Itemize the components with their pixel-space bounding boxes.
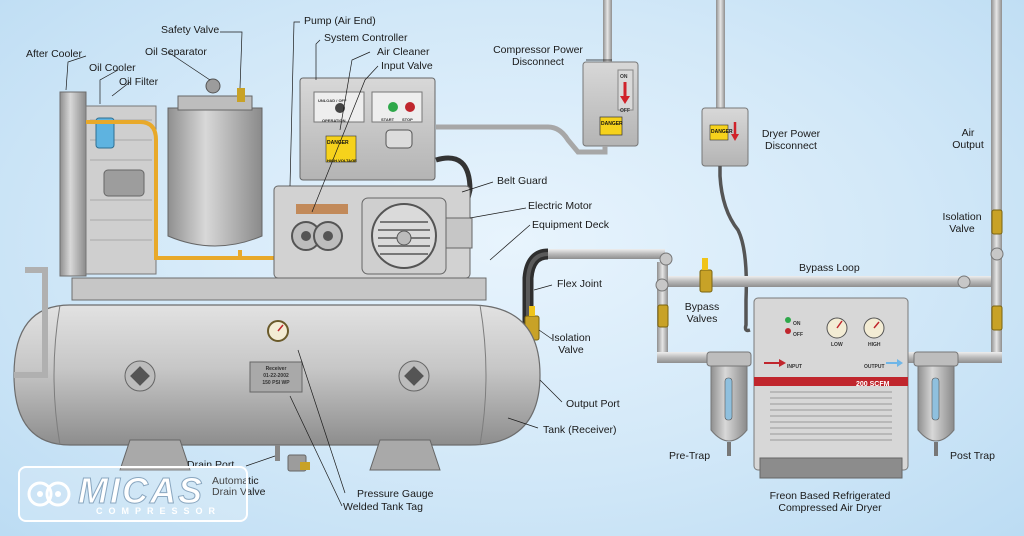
- equipment-deck: [71, 277, 487, 301]
- dryer-disconnect-box: [701, 107, 749, 167]
- label-pressure-gauge: Pressure Gauge: [357, 488, 434, 500]
- label-compressor-disconnect: Compressor Power Disconnect: [488, 44, 588, 68]
- label-dryer-disconnect-line2: Disconnect: [765, 140, 817, 152]
- label-input-valve: Input Valve: [381, 60, 433, 72]
- compressor-disconnect-box: [582, 61, 639, 147]
- after-cooler-unit: [14, 91, 157, 378]
- label-automatic-drain-valve-line1: Automatic: [212, 475, 259, 487]
- gauge-low-text: LOW: [831, 342, 843, 348]
- label-compressor-disconnect-line2: Disconnect: [512, 56, 564, 68]
- label-flex-joint: Flex Joint: [557, 278, 602, 290]
- switch-on-text: ON: [620, 74, 628, 80]
- label-dryer-caption-line2: Compressed Air Dryer: [778, 502, 882, 514]
- label-isolation-valve-left-line1: Isolation: [551, 332, 591, 344]
- danger-text-dryer: DANGER: [711, 129, 733, 135]
- label-air-output-line1: Air: [961, 127, 975, 139]
- label-automatic-drain-valve: Automatic Drain Valve: [212, 476, 266, 498]
- switch-off-text: OFF: [620, 108, 630, 114]
- electric-motor: [361, 197, 473, 275]
- tank-tag-line1: Receiver: [265, 366, 287, 372]
- label-bypass-loop: Bypass Loop: [799, 262, 860, 274]
- label-isolation-valve-left: Isolation Valve: [547, 332, 595, 356]
- label-air-output-line2: Output: [952, 139, 984, 151]
- oil-separator: [167, 78, 263, 247]
- post-trap-unit: [913, 351, 959, 456]
- label-pre-trap: Pre-Trap: [669, 450, 711, 462]
- label-after-cooler: After Cooler: [26, 48, 83, 60]
- label-tank: Tank (Receiver): [543, 424, 617, 436]
- label-isolation-valve-right: Isolation Valve: [938, 211, 986, 235]
- label-safety-valve: Safety Valve: [161, 24, 220, 36]
- gauge-high-text: HIGH: [868, 342, 881, 348]
- label-dryer-caption: Freon Based Refrigerated Compressed Air …: [750, 490, 910, 514]
- label-pump: Pump (Air End): [304, 15, 376, 27]
- ctrl-mode-text: UNLOAD / OFF: [318, 98, 347, 103]
- label-oil-separator: Oil Separator: [145, 46, 207, 58]
- label-welded-tank-tag: Welded Tank Tag: [343, 501, 423, 513]
- label-drain-port: Drain Port: [187, 459, 235, 471]
- label-bypass-valves-line2: Valves: [686, 313, 718, 325]
- micas-logo: MICAS COMPRESSOR: [18, 466, 248, 522]
- label-oil-filter: Oil Filter: [119, 76, 159, 88]
- label-output-port: Output Port: [566, 398, 620, 410]
- label-air-cleaner: Air Cleaner: [377, 46, 430, 58]
- dryer-output-text: OUTPUT: [864, 364, 885, 370]
- tank-tag-line2: 01-22-2002: [263, 373, 289, 379]
- label-equipment-deck: Equipment Deck: [532, 219, 610, 231]
- system-controller-box: [299, 77, 436, 181]
- ctrl-start-text: START: [381, 117, 395, 122]
- label-post-trap: Post Trap: [950, 450, 995, 462]
- tank-tag-line3: 150 PSI WP: [262, 380, 290, 386]
- tank-tag-text: Receiver 01-22-2002 150 PSI WP: [252, 366, 300, 387]
- dryer-rating: 200 SCFM: [856, 381, 890, 388]
- label-electric-motor: Electric Motor: [528, 200, 593, 212]
- valves: [524, 209, 1004, 341]
- compressor-logo-icon: [27, 481, 71, 507]
- receiver-tank: [13, 304, 541, 472]
- dryer-off-text: OFF: [793, 332, 803, 338]
- ctrl-stop-text: STOP: [402, 117, 413, 122]
- label-isolation-valve-left-line2: Valve: [558, 344, 584, 356]
- leader-lines: [65, 21, 612, 507]
- dryer-on-text: ON: [793, 321, 801, 327]
- danger-sub-text: HIGH VOLTAGE: [327, 158, 357, 163]
- label-system-controller: System Controller: [324, 32, 408, 44]
- label-automatic-drain-valve-line2: Drain Valve: [212, 486, 266, 498]
- label-dryer-disconnect-line1: Dryer Power: [761, 128, 821, 140]
- dryer-input-text: INPUT: [787, 364, 802, 370]
- label-dryer-disconnect: Dryer Power Disconnect: [748, 128, 834, 152]
- label-isolation-valve-right-line1: Isolation: [942, 211, 982, 223]
- logo-name: MICAS: [78, 470, 204, 512]
- pre-trap-unit: [706, 351, 752, 456]
- danger-text-controller: DANGER: [327, 140, 349, 146]
- label-bypass-valves: Bypass Valves: [677, 301, 727, 325]
- danger-text-compressor: DANGER: [601, 121, 623, 127]
- overhead-pipes: [603, 0, 1002, 290]
- refrigerated-dryer: [753, 297, 909, 479]
- label-air-output: Air Output: [944, 127, 992, 151]
- label-compressor-disconnect-line1: Compressor Power: [493, 44, 583, 56]
- label-belt-guard: Belt Guard: [497, 175, 548, 187]
- label-isolation-valve-right-line2: Valve: [949, 223, 975, 235]
- ctrl-operation-text: OPERATION: [322, 118, 346, 123]
- label-dryer-caption-line1: Freon Based Refrigerated: [769, 490, 891, 502]
- label-oil-cooler: Oil Cooler: [89, 62, 136, 74]
- logo-sub: COMPRESSOR: [96, 506, 222, 516]
- label-bypass-valves-line1: Bypass: [684, 301, 720, 313]
